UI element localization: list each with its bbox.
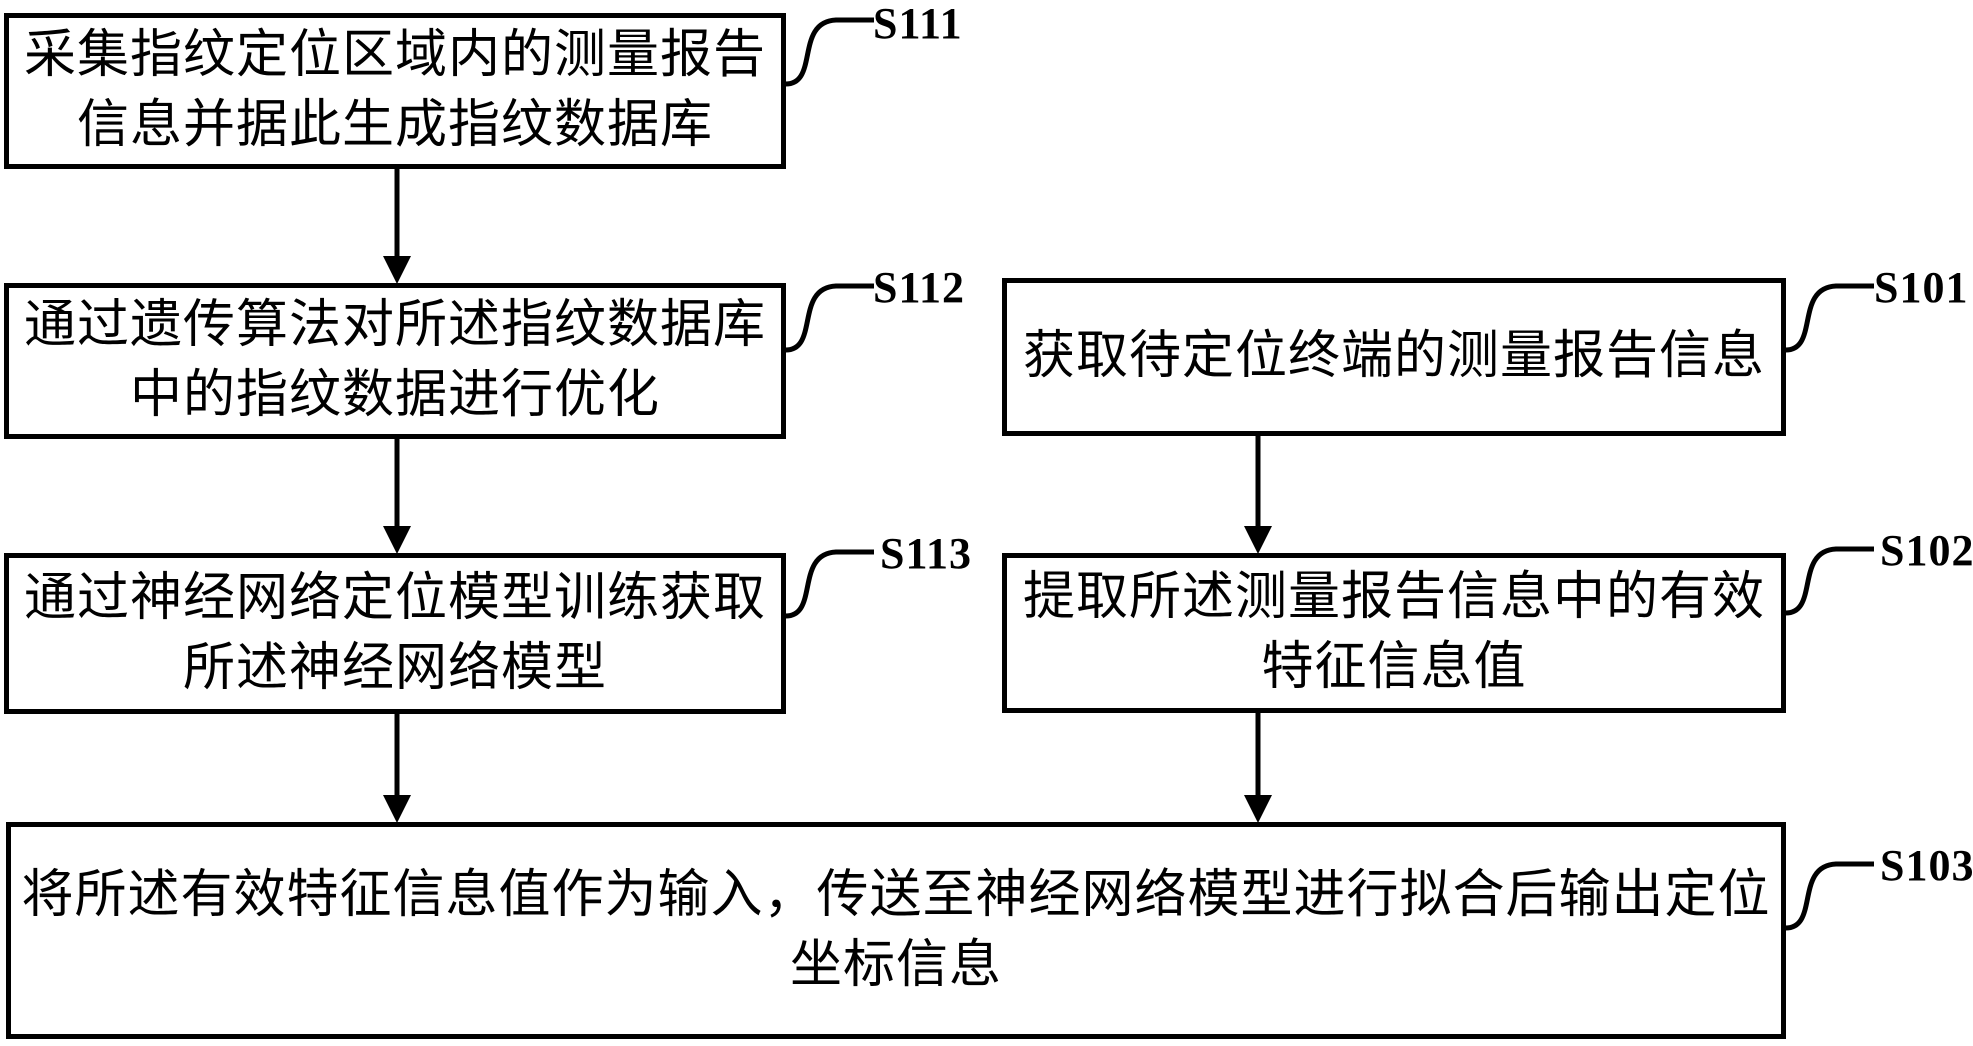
step-text-line: 信息并据此生成指纹数据库 bbox=[76, 97, 713, 154]
arrow-down-s113-s103-icon bbox=[383, 713, 411, 823]
step-text-line: 采集指纹定位区域内的测量报告 bbox=[23, 27, 766, 84]
arrow-down-s111-s112-icon bbox=[383, 169, 411, 284]
step-box-s113: 通过神经网络定位模型训练获取 所述神经网络模型 bbox=[4, 553, 786, 714]
step-text-line: 所述神经网络模型 bbox=[182, 639, 607, 697]
leader-line-s103-icon bbox=[1784, 861, 1874, 931]
step-label-s101: S101 bbox=[1874, 263, 1969, 312]
leader-line-s113-icon bbox=[784, 549, 874, 619]
step-text-line: 提取所述测量报告信息中的有效 bbox=[1022, 569, 1765, 626]
step-label-s113: S113 bbox=[880, 529, 973, 578]
step-text-line: 中的指纹数据进行优化 bbox=[129, 367, 660, 424]
leader-line-s111-icon bbox=[784, 17, 874, 87]
leader-line-s102-icon bbox=[1784, 546, 1874, 616]
step-label-s102: S102 bbox=[1880, 526, 1973, 575]
step-label-s103: S103 bbox=[1880, 841, 1973, 890]
step-text-line: 特征信息值 bbox=[1261, 639, 1527, 696]
step-box-s102: 提取所述测量报告信息中的有效 特征信息值 bbox=[1002, 553, 1786, 713]
step-box-s101: 获取待定位终端的测量报告信息 bbox=[1002, 278, 1786, 436]
step-text-line: 获取待定位终端的测量报告信息 bbox=[1022, 328, 1765, 385]
arrow-down-s101-s102-icon bbox=[1244, 435, 1272, 554]
step-label-s111: S111 bbox=[873, 0, 963, 48]
step-label-s112: S112 bbox=[873, 263, 966, 312]
arrow-down-s102-s103-icon bbox=[1244, 712, 1272, 823]
step-text-line: 坐标信息 bbox=[789, 936, 1002, 994]
step-text-line: 通过神经网络定位模型训练获取 bbox=[23, 569, 766, 627]
step-text-line: 将所述有效特征信息值作为输入，传送至神经网络模型进行拟合后输出定位 bbox=[21, 866, 1771, 924]
leader-line-s101-icon bbox=[1784, 283, 1874, 353]
step-box-s103: 将所述有效特征信息值作为输入，传送至神经网络模型进行拟合后输出定位 坐标信息 bbox=[6, 822, 1786, 1039]
step-box-s111: 采集指纹定位区域内的测量报告 信息并据此生成指纹数据库 bbox=[4, 13, 786, 169]
arrow-down-s112-s113-icon bbox=[383, 438, 411, 554]
step-box-s112: 通过遗传算法对所述指纹数据库 中的指纹数据进行优化 bbox=[4, 283, 786, 439]
step-text-line: 通过遗传算法对所述指纹数据库 bbox=[23, 297, 766, 354]
leader-line-s112-icon bbox=[784, 283, 874, 353]
